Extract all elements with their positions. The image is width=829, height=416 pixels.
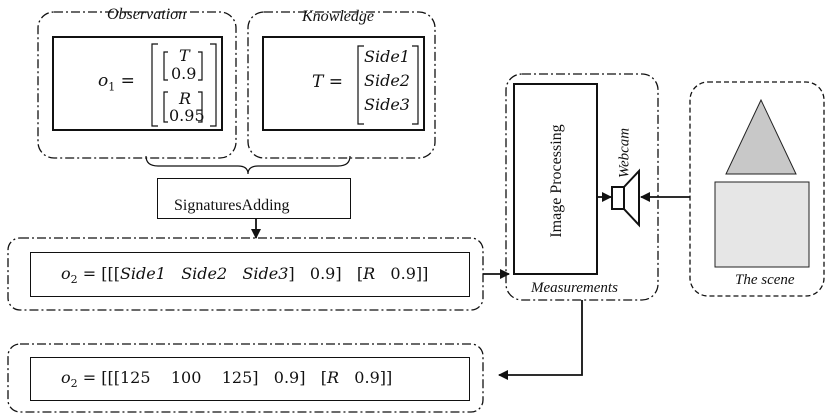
webcam-label: Webcam [616,127,633,179]
measurements-group-border [505,73,659,301]
combined-observation-box: o2 = [[[Side1 Side2 Side3] 0.9] [R 0.9]] [30,252,470,297]
observation-entry-t: T [179,46,190,65]
observation-entry-r: R [179,89,192,108]
knowledge-brackets [357,45,419,125]
signatures-adding-label: SignaturesAdding [174,197,290,214]
signatures-adding-box: SignaturesAdding [157,178,351,219]
scene-label: The scene [735,272,795,288]
arrow-measurements-to-result [498,300,583,380]
measured-group-border [7,343,484,413]
combined-observation-expression: o2 = [[[Side1 Side2 Side3] 0.9] [R 0.9]] [61,264,429,287]
measured-observation-box: o2 = [[[125 100 125] 0.9] [R 0.9]] [30,357,470,401]
observation-label: Observation [107,6,187,23]
knowledge-side2: Side2 [364,71,410,90]
knowledge-lhs: T = [312,72,343,92]
observation-brackets [151,43,217,127]
knowledge-side1: Side1 [364,47,410,66]
image-processing-label: Image Processing [548,124,565,238]
image-processing-box: Image Processing [513,83,598,275]
scene-triangle [725,98,797,175]
observation-group-border [37,11,237,159]
measured-observation-expression: o2 = [[[125 100 125] 0.9] [R 0.9]] [61,368,393,391]
knowledge-box: T = Side1 Side2 Side3 [262,36,425,131]
observation-value-2: 0.95 [169,106,205,125]
observation-lhs: o1 = [98,71,135,94]
measurements-label: Measurements [531,280,618,296]
knowledge-side3: Side3 [364,95,410,114]
webcam-icon [611,168,640,228]
scene-square [714,181,810,268]
merge-brace [145,155,351,175]
observation-box: o1 = T 0.9 R 0.95 [52,36,223,131]
knowledge-label: Knowledge [302,8,374,25]
knowledge-group-border [247,11,436,159]
observation-value-1: 0.9 [171,64,197,83]
scene-group-border [689,81,825,297]
